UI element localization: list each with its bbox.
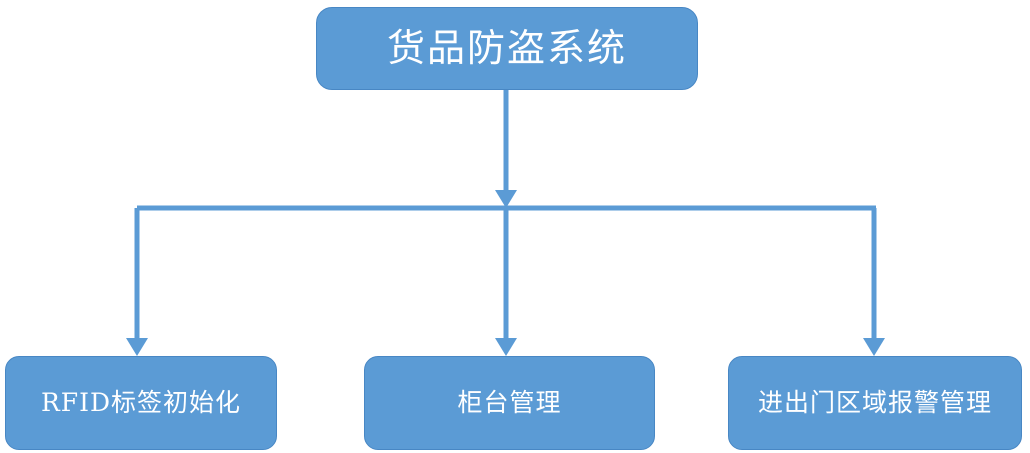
- connector-root-to-bar: [495, 90, 517, 208]
- connector-bar-to-child-3: [863, 208, 885, 356]
- node-child-rfid-tag-initialization[interactable]: RFID标签初始化: [5, 356, 277, 450]
- connector-bar-to-child-1: [126, 208, 148, 356]
- node-child-counter-management[interactable]: 柜台管理: [364, 356, 655, 450]
- connector-bar-to-child-2: [495, 208, 517, 356]
- node-root[interactable]: 货品防盗系统: [316, 7, 698, 90]
- node-child-gate-area-alarm-management[interactable]: 进出门区域报警管理: [728, 356, 1022, 450]
